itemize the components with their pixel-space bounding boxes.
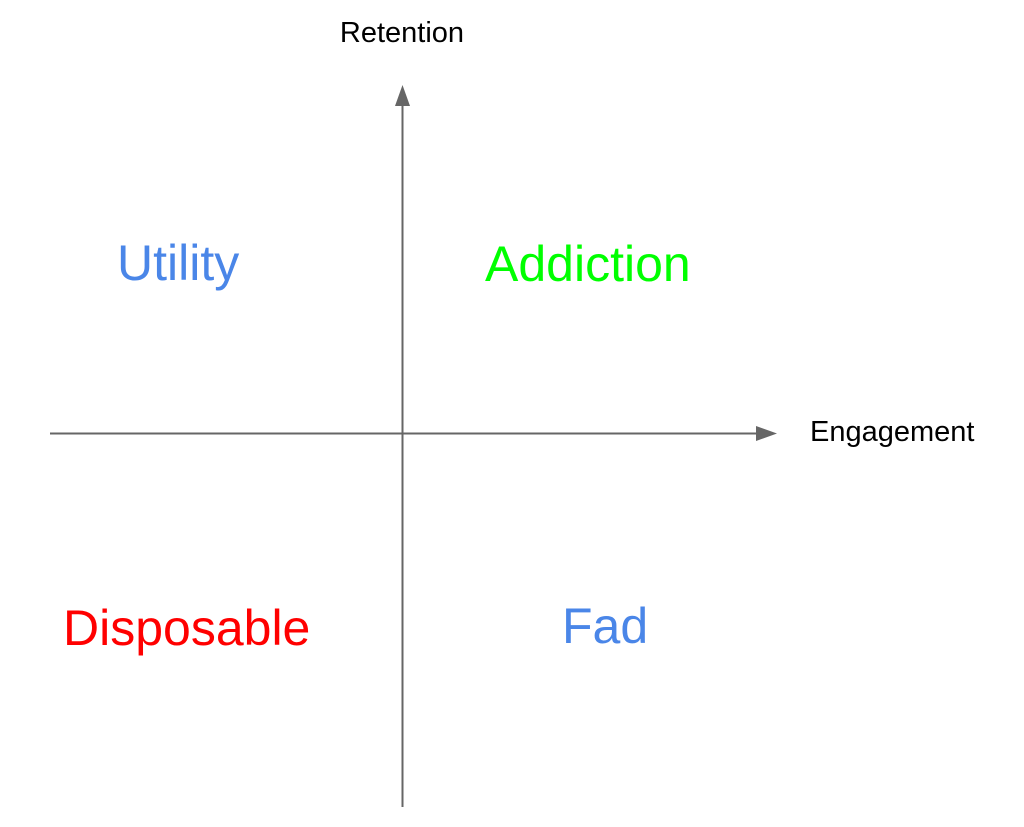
y-axis-label: Retention	[339, 17, 465, 49]
x-axis-label: Engagement	[810, 416, 975, 448]
quadrant-label-disposable: Disposable	[63, 600, 311, 656]
quadrant-label-utility: Utility	[117, 235, 240, 291]
quadrant-label-fad: Fad	[562, 598, 649, 654]
right-arrowhead-icon	[756, 426, 777, 441]
quadrant-label-addiction: Addiction	[485, 236, 691, 292]
up-arrowhead-icon	[395, 85, 410, 106]
